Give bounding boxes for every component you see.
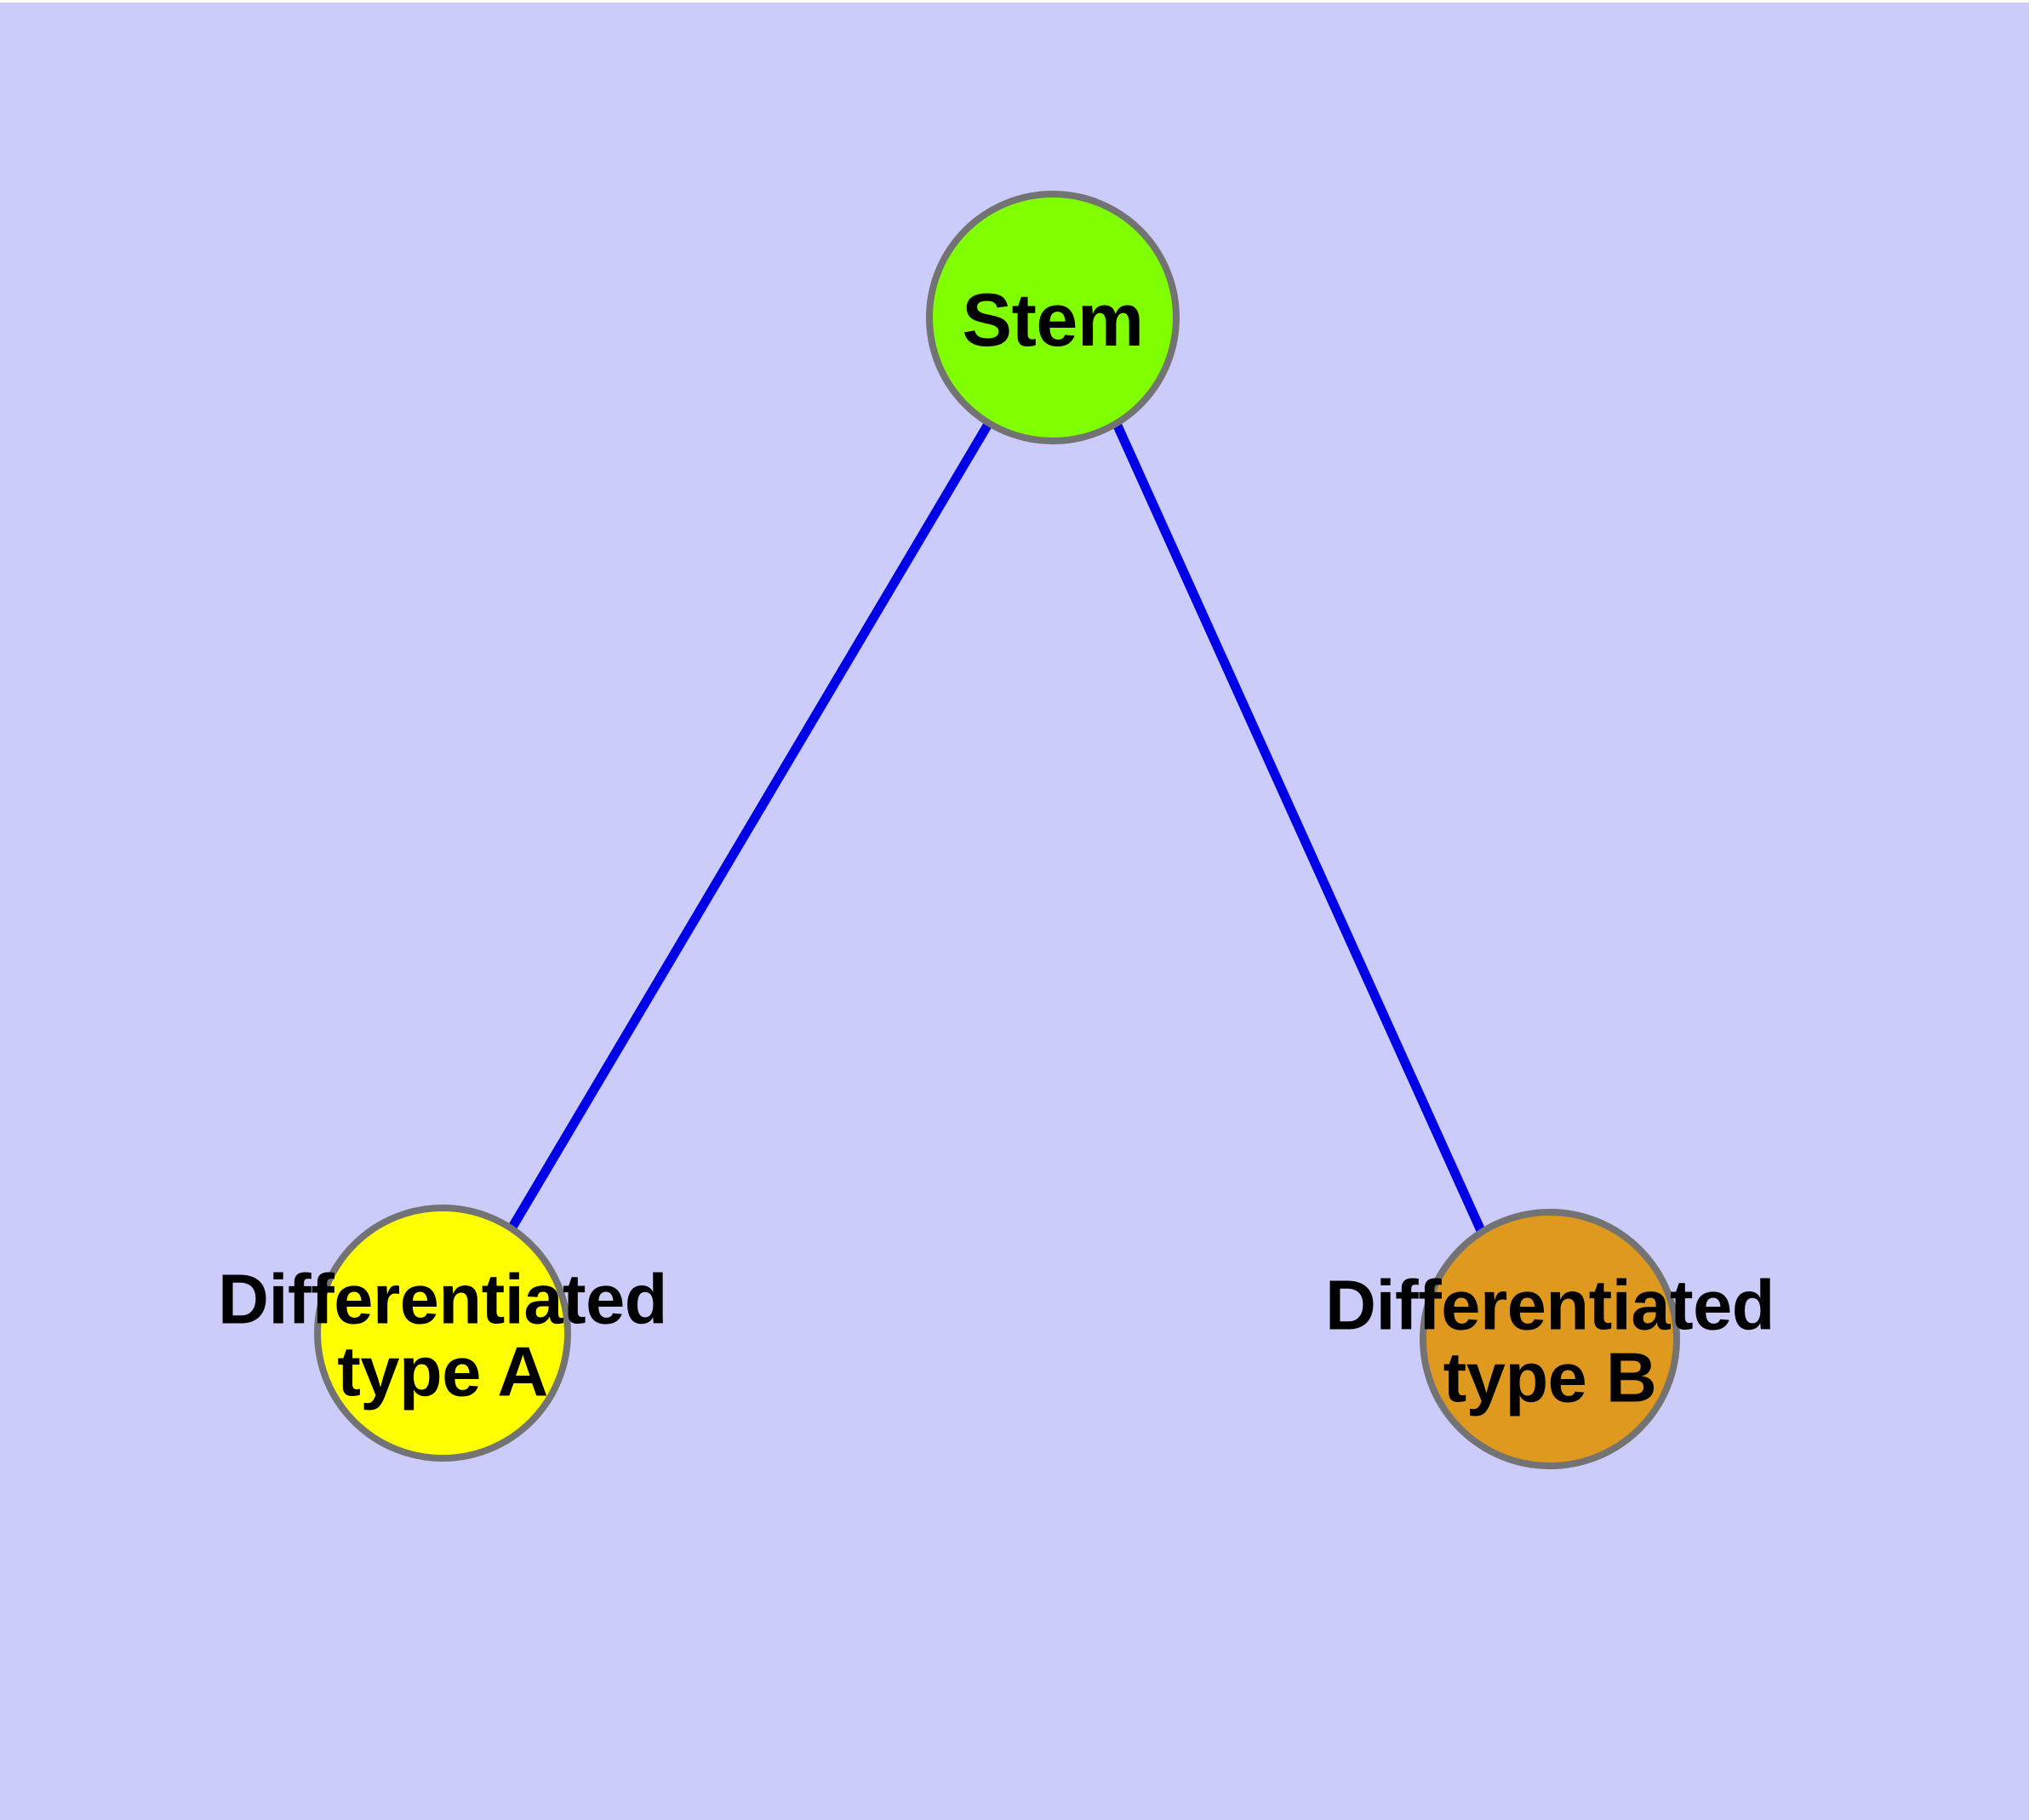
- edge-stem-to-type-a[interactable]: [506, 423, 992, 1233]
- edge-stem-to-type-b[interactable]: [1112, 423, 1488, 1237]
- node-layer: [314, 191, 1680, 1469]
- node-stem[interactable]: [926, 191, 1180, 444]
- edge-layer: [506, 423, 1488, 1237]
- node-differentiated-type-b[interactable]: [1420, 1209, 1680, 1469]
- node-differentiated-type-a[interactable]: [314, 1205, 571, 1462]
